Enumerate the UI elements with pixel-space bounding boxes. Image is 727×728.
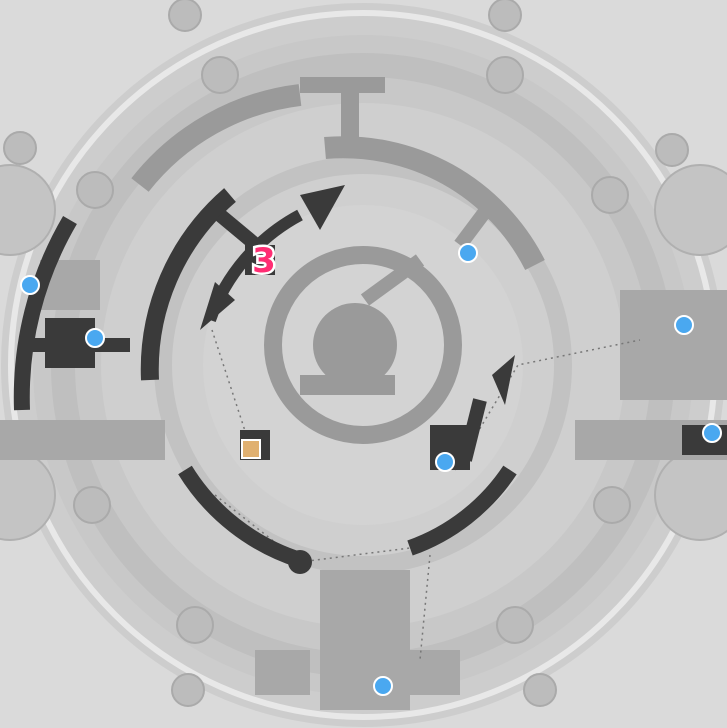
route-arrow-icon bbox=[200, 185, 515, 405]
highlight-label: 3 bbox=[252, 241, 276, 281]
puzzle-icon[interactable] bbox=[241, 439, 261, 459]
grey-floors bbox=[0, 260, 727, 710]
space-anchor-icon[interactable] bbox=[20, 243, 722, 696]
grey-paths bbox=[131, 77, 545, 444]
rim-ornaments bbox=[3, 0, 689, 707]
side-bastions bbox=[0, 164, 727, 541]
central-hub bbox=[300, 303, 397, 395]
